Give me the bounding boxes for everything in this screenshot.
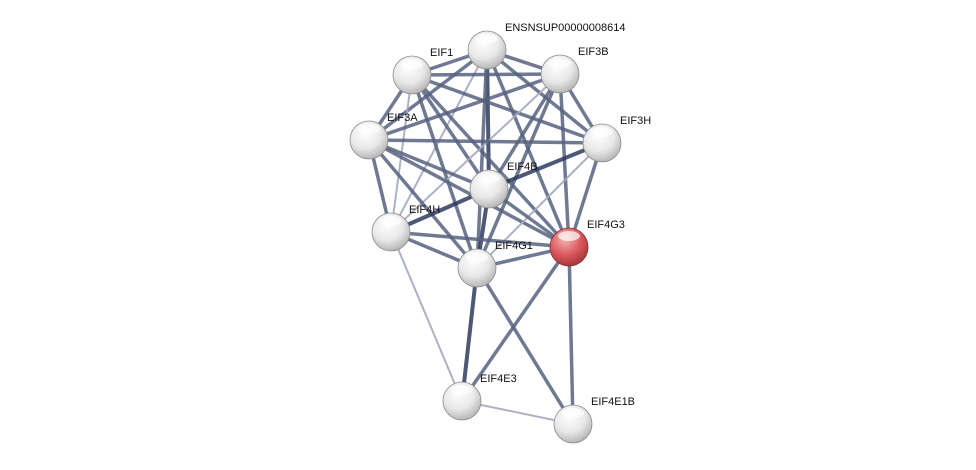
node-highlight xyxy=(558,231,580,241)
edge-eif3b-eif4g3[interactable] xyxy=(558,73,571,248)
node-label: EIF4E1B xyxy=(591,396,635,408)
edge-eif4g1-eif4e1b[interactable] xyxy=(475,267,575,425)
node-label: EIF4G3 xyxy=(587,219,625,231)
node-eif4g3[interactable]: EIF4G3 xyxy=(549,219,625,267)
node-highlight xyxy=(401,59,423,69)
edge-eif3b-eif4b[interactable] xyxy=(487,73,562,190)
edge-eif3a-eif4b[interactable] xyxy=(368,138,490,191)
node-label: ENSNSUP00000008614 xyxy=(505,22,625,34)
edge-eif4g3-eif4e1b[interactable] xyxy=(567,246,575,425)
node-eif3h[interactable]: EIF3H xyxy=(582,115,651,163)
edge-eif3b-eif4h[interactable] xyxy=(390,73,561,233)
node-highlight xyxy=(549,58,571,68)
node-highlight xyxy=(562,408,584,418)
node-eif4e1b[interactable]: EIF4E1B xyxy=(553,396,635,444)
node-highlight xyxy=(591,127,613,137)
edge-eif3b-eif3a[interactable] xyxy=(368,72,561,142)
node-highlight xyxy=(476,34,498,44)
edge-eif3h-eif4b[interactable] xyxy=(488,141,603,191)
node-eif4h[interactable]: EIF4H xyxy=(371,204,440,252)
edge-eif1-eif4g3[interactable] xyxy=(410,73,571,249)
edge-eif4h-eif4e3[interactable] xyxy=(390,231,463,402)
edge-eif4g3-eif4e3[interactable] xyxy=(460,246,571,402)
node-eif4e3[interactable]: EIF4E3 xyxy=(442,373,517,421)
edge-eif1-eif3b[interactable] xyxy=(411,72,561,77)
edge-eif3a-eif3h[interactable] xyxy=(368,138,603,145)
node-label: EIF3B xyxy=(578,46,609,58)
edge-eif3b-eif4g1[interactable] xyxy=(475,73,562,269)
node-highlight xyxy=(478,173,500,183)
edges-layer xyxy=(367,48,604,425)
edge-ensnsup00000008614-eif4g1[interactable] xyxy=(475,49,489,269)
edge-eif4h-eif4g3[interactable] xyxy=(390,230,570,249)
node-ensnsup00000008614[interactable]: ENSNSUP00000008614 xyxy=(467,22,625,70)
node-label: EIF4G1 xyxy=(495,240,533,252)
node-eif4g1[interactable]: EIF4G1 xyxy=(457,240,533,288)
node-highlight xyxy=(380,216,402,226)
node-label: EIF4E3 xyxy=(480,373,517,385)
node-label: EIF3A xyxy=(387,112,418,124)
node-highlight xyxy=(466,252,488,262)
node-highlight xyxy=(451,385,473,395)
node-highlight xyxy=(358,124,380,134)
edge-eif3a-eif4g3[interactable] xyxy=(368,138,570,249)
node-eif1[interactable]: EIF1 xyxy=(392,47,453,95)
node-eif4b[interactable]: EIF4B xyxy=(469,161,538,209)
node-label: EIF1 xyxy=(430,47,453,59)
edge-eif4g1-eif4e3[interactable] xyxy=(460,267,479,402)
edge-eif1-eif4b[interactable] xyxy=(410,74,491,190)
node-eif3b[interactable]: EIF3B xyxy=(540,46,609,94)
node-label: EIF4H xyxy=(409,204,440,216)
node-eif3a[interactable]: EIF3A xyxy=(349,112,418,160)
node-label: EIF4B xyxy=(507,161,538,173)
edge-eif1-eif3h[interactable] xyxy=(411,73,603,145)
edge-eif3a-eif4g1[interactable] xyxy=(367,138,479,270)
edge-eif3h-eif4g1[interactable] xyxy=(476,142,603,269)
node-label: EIF3H xyxy=(620,115,651,127)
